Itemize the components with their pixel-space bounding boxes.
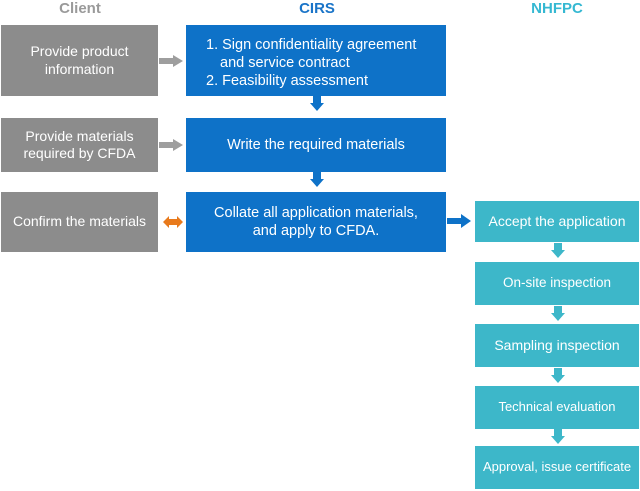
client-step-provide-materials-label: Provide materials required by CFDA [23, 127, 136, 162]
arrow-down-nhfpc-2 [551, 306, 565, 321]
nhfpc-step-onsite-inspection-label: On-site inspection [502, 275, 612, 291]
nhfpc-column-title: NHFPC [531, 0, 583, 17]
arrow-right-cirs-to-nhfpc [447, 214, 471, 228]
nhfpc-step-sampling-inspection-label: Sampling inspection [494, 336, 620, 353]
client-step-confirm-materials: Confirm the materials [1, 192, 158, 252]
client-column-title: Client [59, 0, 101, 17]
arrow-down-cirs-1 [310, 96, 324, 111]
cirs-step1-line2: and service contract [220, 55, 350, 72]
client-step-provide-info-label: Provide product information [30, 43, 129, 77]
cirs-step1-line1: 1. Sign confidentiality agreement [206, 37, 417, 53]
bidirectional-arrow [163, 216, 183, 228]
client-step-confirm-materials-label: Confirm the materials [12, 213, 147, 230]
nhfpc-step-technical-evaluation-label: Technical evaluation [498, 399, 616, 415]
arrow-down-nhfpc-1 [551, 243, 565, 258]
client-step-provide-info: Provide product information [1, 25, 158, 96]
arrow-down-cirs-2 [310, 172, 324, 187]
nhfpc-step-approval-certificate: Approval, issue certificate [475, 446, 639, 489]
nhfpc-step-technical-evaluation: Technical evaluation [475, 386, 639, 429]
nhfpc-step-sampling-inspection: Sampling inspection [475, 324, 639, 367]
nhfpc-step-accept-application: Accept the application [475, 201, 639, 242]
cirs-column-title: CIRS [299, 0, 335, 17]
arrow-down-nhfpc-3 [551, 368, 565, 383]
cirs-step-write-materials: Write the required materials [186, 118, 446, 172]
client-step-provide-materials: Provide materials required by CFDA [1, 118, 158, 172]
arrow-down-nhfpc-4 [551, 429, 565, 444]
cirs-step-collate-apply: Collate all application materials, and a… [186, 192, 446, 252]
cirs-step-collate-apply-label: Collate all application materials, and a… [214, 204, 418, 239]
nhfpc-step-accept-application-label: Accept the application [488, 212, 626, 229]
nhfpc-step-onsite-inspection: On-site inspection [475, 262, 639, 305]
cirs-step-agreement-assessment: 1. Sign confidentiality agreement and se… [186, 25, 446, 96]
nhfpc-step-approval-certificate-label: Approval, issue certificate [482, 459, 632, 475]
arrow-right-client-to-cirs-2 [159, 139, 183, 151]
cirs-step1-line3: 2. Feasibility assessment [206, 73, 368, 90]
arrow-right-client-to-cirs-1 [159, 55, 183, 67]
cirs-step-write-materials-label: Write the required materials [227, 136, 405, 153]
